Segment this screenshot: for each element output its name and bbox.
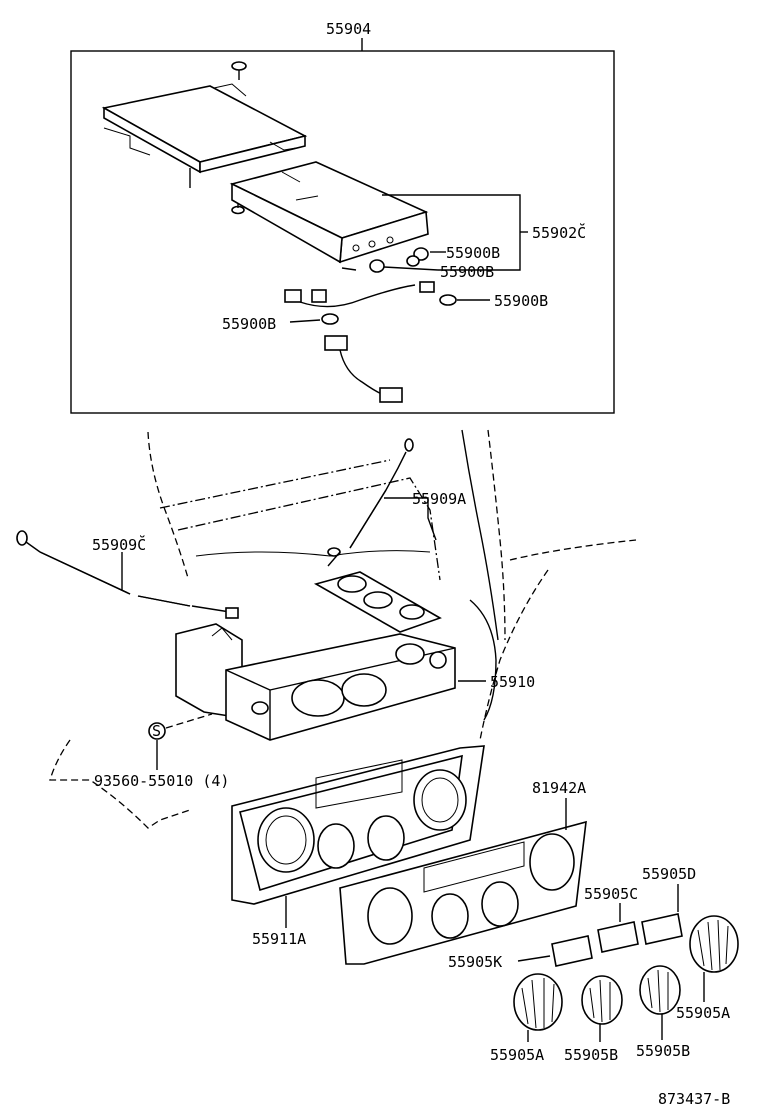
label-55900b-3: 55900B <box>494 292 548 310</box>
button-55905c <box>597 921 639 953</box>
knob-55905b-mid <box>581 975 623 1025</box>
upper-cover-plate <box>101 83 308 188</box>
wiring-harness <box>284 281 457 325</box>
label-55905c: 55905C <box>584 885 638 903</box>
button-55905d <box>641 913 683 945</box>
bulb-3 <box>406 255 420 267</box>
reference-number: 873437-B <box>658 1090 730 1108</box>
label-55911a: 55911A <box>252 930 306 948</box>
control-board <box>229 161 429 264</box>
label-55909c: 55909C̆ <box>92 534 146 554</box>
label-81942a: 81942A <box>532 779 586 797</box>
label-55905a-right: 55905A <box>676 1004 730 1022</box>
knob-55905b-right <box>639 965 681 1015</box>
label-bolt: 93560-55010 (4) <box>94 772 229 790</box>
cable-55909c <box>16 530 239 619</box>
label-55910: 55910 <box>490 673 535 691</box>
bezel-55911a <box>231 745 485 905</box>
label-55902c: 55902C̆ <box>532 222 586 242</box>
label-55900b-4: 55900B <box>222 315 276 333</box>
label-55905k: 55905K <box>448 953 502 971</box>
label-55905b-mid: 55905B <box>564 1046 618 1064</box>
lever-plate <box>313 571 442 633</box>
dashboard-outline <box>49 429 637 829</box>
screw-top <box>231 61 247 80</box>
label-55900b-1: 55900B <box>446 244 500 262</box>
knob-55905a-right <box>689 915 739 973</box>
button-55905k <box>551 935 593 967</box>
label-55905a-left: 55905A <box>490 1046 544 1064</box>
heater-control-55910 <box>175 623 456 741</box>
inset-box-55904 <box>70 38 615 414</box>
panel-81942a <box>339 820 587 965</box>
label-55909a: 55909A <box>412 490 466 508</box>
screw-small <box>341 267 357 271</box>
label-55904: 55904 <box>326 20 371 38</box>
label-55905b-right: 55905B <box>636 1042 690 1060</box>
cable-55909a <box>327 438 414 567</box>
label-55905d: 55905D <box>642 865 696 883</box>
label-s: S <box>152 722 161 740</box>
bulb-2 <box>369 259 385 273</box>
label-55900b-2: 55900B <box>440 263 494 281</box>
connector-cable <box>324 335 403 403</box>
screw-s: S <box>148 713 213 770</box>
knob-55905a-left <box>513 973 563 1031</box>
